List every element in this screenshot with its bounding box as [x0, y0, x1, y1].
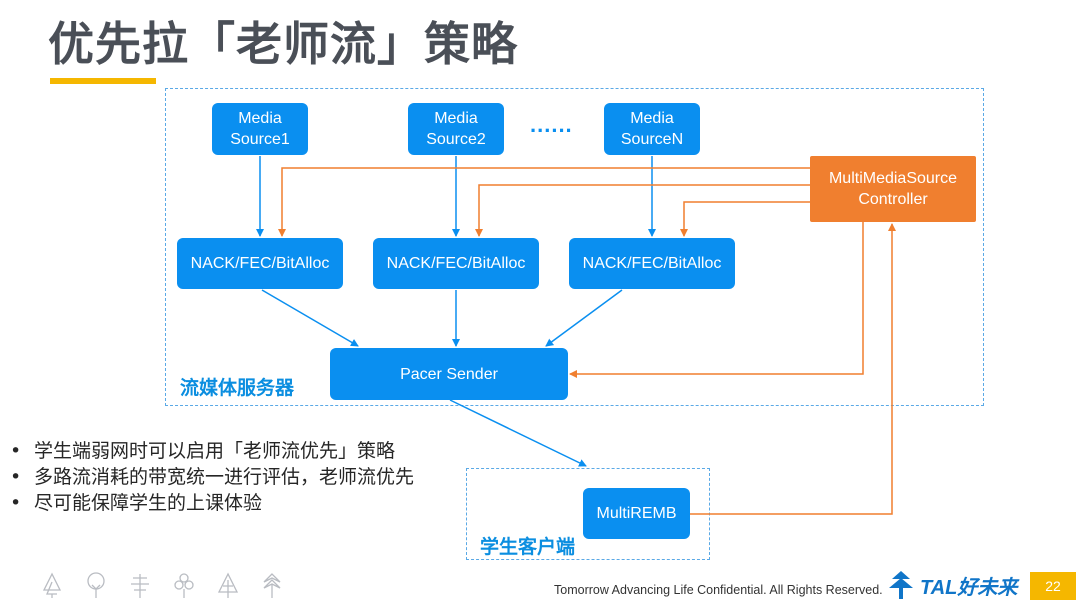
server-region-label: 流媒体服务器	[180, 377, 295, 399]
client-region-label: 学生客户端	[480, 536, 576, 558]
pacer-sender: Pacer Sender	[330, 348, 568, 400]
cloud-tree-icon	[87, 572, 105, 598]
multimediasource-controller: MultiMediaSource Controller	[810, 156, 976, 222]
arrow-controller-to-nack2	[475, 184, 810, 237]
triangle-tree-icon	[217, 572, 239, 598]
footer-confidential-text: Tomorrow Advancing Life Confidential. Al…	[554, 583, 883, 597]
decorative-tree-icons	[42, 572, 281, 598]
title-underline	[50, 78, 156, 84]
page-number: 22	[1030, 572, 1076, 600]
media-source-n: Media SourceN	[604, 103, 700, 155]
arrow-controller-to-pacer	[569, 222, 864, 378]
arrow-controller-to-nack3	[680, 201, 810, 237]
logo-text: TAL好未来	[920, 576, 1018, 599]
arrow-remb-to-controller	[690, 223, 896, 515]
bullet-item: 多路流消耗的带宽统一进行评估，老师流优先	[10, 464, 414, 490]
bullet-item: 学生端弱网时可以启用「老师流优先」策略	[10, 438, 414, 464]
multi-remb: MultiREMB	[583, 488, 690, 539]
arrow-controller-to-nack1	[278, 167, 810, 237]
bush-icon	[174, 573, 194, 598]
more-sources-ellipsis: ......	[530, 112, 573, 137]
arrow-nack1-to-pacer	[261, 289, 359, 347]
bullet-item: 尽可能保障学生的上课体验	[10, 490, 414, 516]
arrow-nack3-to-pacer	[545, 289, 623, 347]
tree-icon	[42, 572, 62, 598]
nack-fec-bitalloc-2: NACK/FEC/BitAlloc	[373, 238, 539, 289]
slide-title: 优先拉「老师流」策略	[48, 17, 518, 71]
media-source-1: Media Source1	[212, 103, 308, 155]
arrow-pacer-to-client	[449, 399, 587, 467]
nack-fec-bitalloc-3: NACK/FEC/BitAlloc	[569, 238, 735, 289]
tal-tree-logo-icon	[889, 571, 913, 599]
nack-fec-bitalloc-1: NACK/FEC/BitAlloc	[177, 238, 343, 289]
bullet-list: 学生端弱网时可以启用「老师流优先」策略 多路流消耗的带宽统一进行评估，老师流优先…	[10, 438, 414, 516]
tal-logo: TAL好未来	[886, 568, 1017, 602]
pagoda-tree-icon	[131, 574, 149, 598]
media-source-2: Media Source2	[408, 103, 504, 155]
server-region	[165, 88, 984, 406]
leaf-tree-icon	[263, 573, 281, 598]
